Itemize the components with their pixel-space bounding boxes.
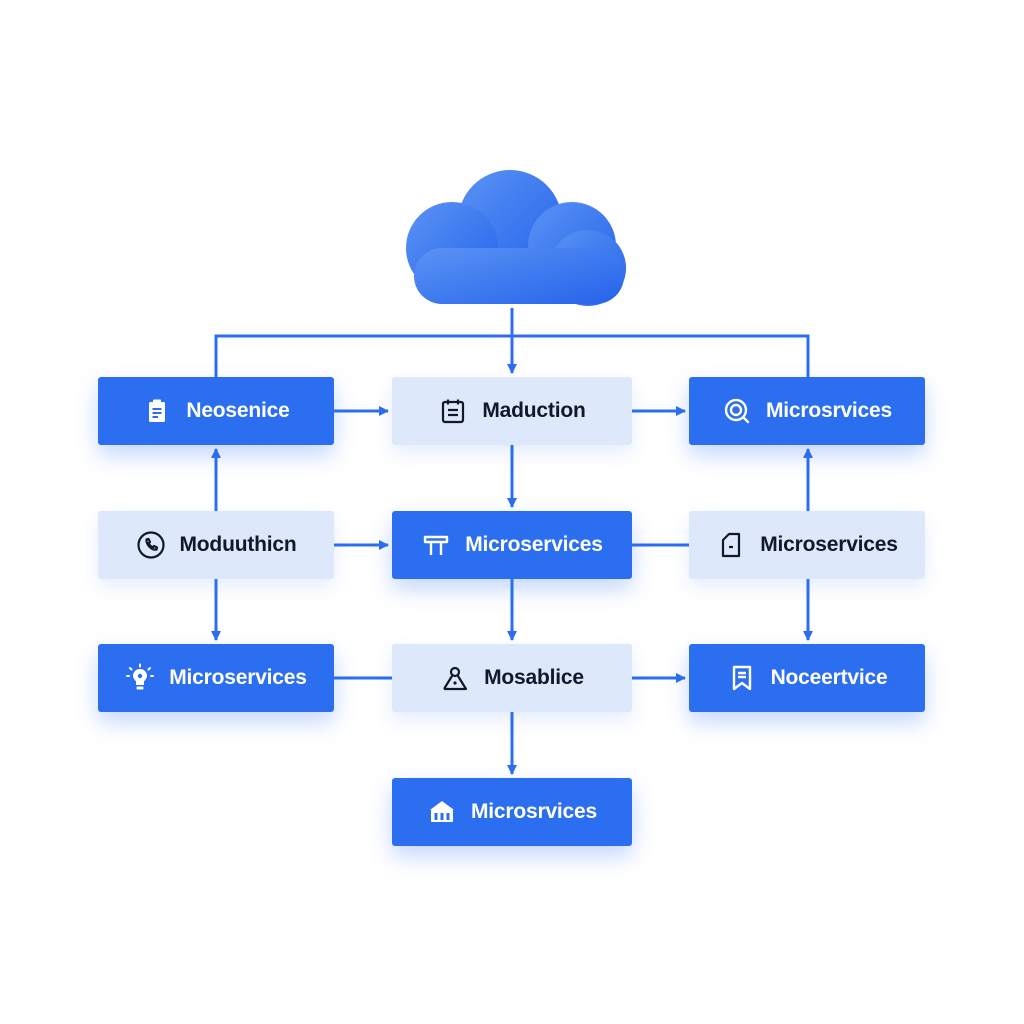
phone-icon	[136, 530, 166, 560]
node-microservices-bottom-left[interactable]: Microservices	[98, 644, 334, 712]
node-neosenice-label: Neosenice	[186, 399, 290, 422]
pillar-icon	[421, 530, 451, 560]
node-mosablice-label: Mosablice	[484, 666, 584, 689]
user-icon	[440, 663, 470, 693]
node-microservices-center-label: Microservices	[465, 533, 603, 556]
node-microservices-middle-right[interactable]: Microservices	[689, 511, 925, 579]
node-microsrvices-bottom-label: Microsrvices	[470, 800, 597, 823]
node-moduuthicn-label: Moduuthicn	[179, 533, 297, 556]
node-moduuthicn[interactable]: Moduuthicn	[98, 511, 334, 579]
document-icon	[716, 530, 746, 560]
search-icon	[722, 396, 752, 426]
node-microsrvices-top-right-label: Microsrvices	[765, 399, 892, 422]
bookmark-icon	[727, 663, 757, 693]
node-microservices-bottom-left-label: Microservices	[169, 666, 307, 689]
node-neosenice[interactable]: Neosenice	[98, 377, 334, 445]
node-noceertvice-label: Noceertvice	[770, 666, 888, 689]
node-maduction-label: Maduction	[482, 399, 586, 422]
lightbulb-icon	[125, 663, 155, 693]
node-microsrvices-top-right[interactable]: Microsrvices	[689, 377, 925, 445]
node-mosablice[interactable]: Mosablice	[392, 644, 632, 712]
node-microsrvices-bottom[interactable]: Microsrvices	[392, 778, 632, 846]
calendar-icon	[438, 396, 468, 426]
node-microservices-middle-right-label: Microservices	[760, 533, 898, 556]
building-icon	[427, 797, 457, 827]
cloud-icon	[388, 166, 636, 308]
node-microservices-center[interactable]: Microservices	[392, 511, 632, 579]
node-maduction[interactable]: Maduction	[392, 377, 632, 445]
node-noceertvice[interactable]: Noceertvice	[689, 644, 925, 712]
clipboard-icon	[142, 396, 172, 426]
